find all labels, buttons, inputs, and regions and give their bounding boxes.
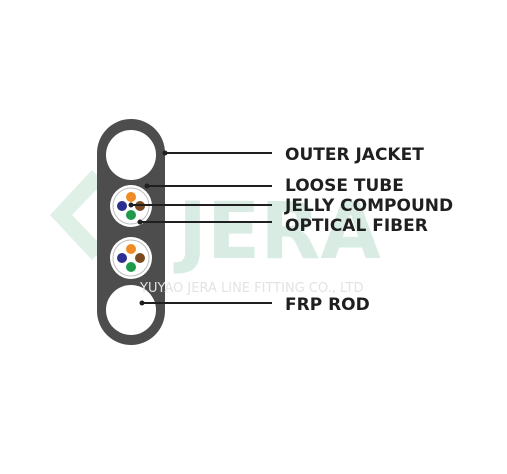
label-jelly-compound: JELLY COMPOUND [284,196,453,216]
leader-outer-jacket [162,150,272,156]
fiber-orange [126,192,136,202]
fiber-orange [126,244,136,254]
watermark-company: YUYAO JERA LINE FITTING CO., LTD [139,281,363,296]
leader-frp-rod [139,300,272,306]
outer-jacket-shape [97,119,165,345]
loose-tube-2 [110,237,152,279]
label-optical-fiber: OPTICAL FIBER [285,216,428,236]
fiber-green [126,210,136,220]
fiber-green [126,262,136,272]
watermark-logo-icon [50,170,110,260]
leader-jelly-compound [128,202,272,208]
fiber-brown [135,253,145,263]
leader-optical-fiber [137,219,272,225]
fiber-blue [117,253,127,263]
label-outer-jacket: OUTER JACKET [285,145,424,165]
fiber-blue [117,201,127,211]
watermark-brand: JERA [173,187,381,277]
leader-loose-tube [144,183,272,189]
top-hole [106,130,156,180]
label-loose-tube: LOOSE TUBE [285,176,404,196]
frp-rod-hole [106,285,156,335]
label-frp-rod: FRP ROD [285,295,370,315]
